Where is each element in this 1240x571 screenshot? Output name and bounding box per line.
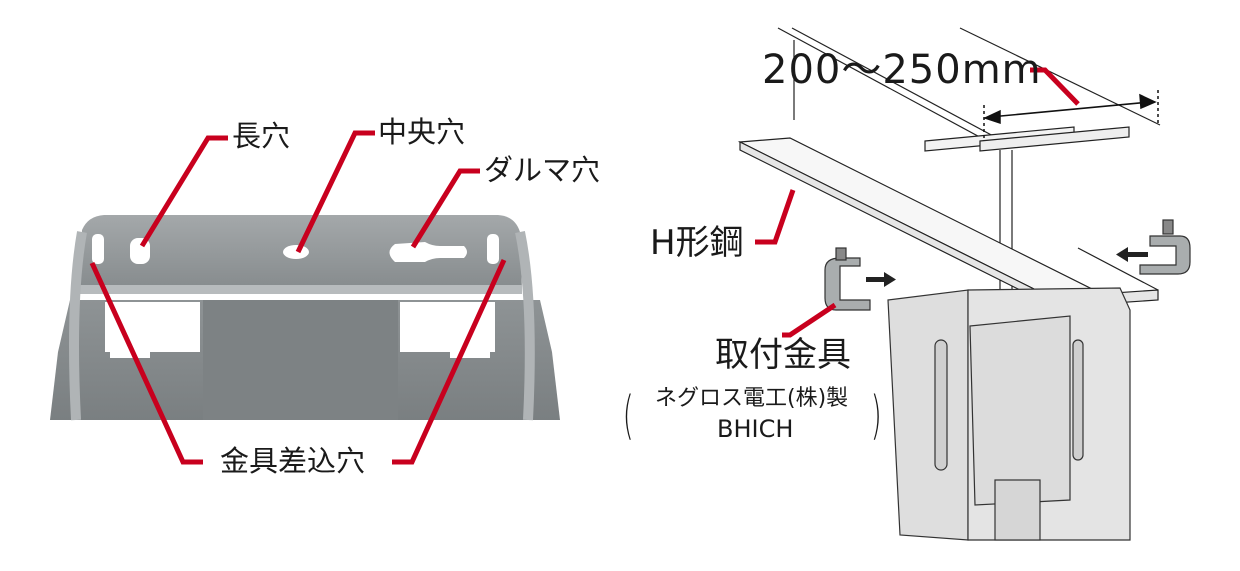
label-fitting-insert-hole: 金具差込穴: [220, 444, 366, 478]
dimension-label: 200～250mm: [762, 47, 1042, 93]
keyhole: [389, 242, 467, 262]
center-hole: [283, 245, 309, 259]
fitting-model: BHICH: [717, 415, 794, 443]
paren-close: ): [870, 386, 882, 446]
insert-arrows: [866, 247, 1148, 287]
beam-clamp-right: [1139, 219, 1191, 275]
label-center-hole: 中央穴: [378, 115, 466, 149]
label-mounting-fitting: 取付金具: [715, 335, 851, 375]
beam-clamp-left: [824, 247, 871, 311]
fitting-insert-hole-right: [487, 234, 499, 264]
fitting-insert-hole-left: [92, 234, 104, 264]
label-keyhole: ダルマ穴: [484, 153, 601, 187]
label-long-hole: 長穴: [232, 119, 291, 153]
paren-open: (: [622, 386, 634, 446]
fitting-maker: ネグロス電工(株)製: [655, 386, 849, 411]
label-h-beam: H形鋼: [650, 223, 744, 263]
